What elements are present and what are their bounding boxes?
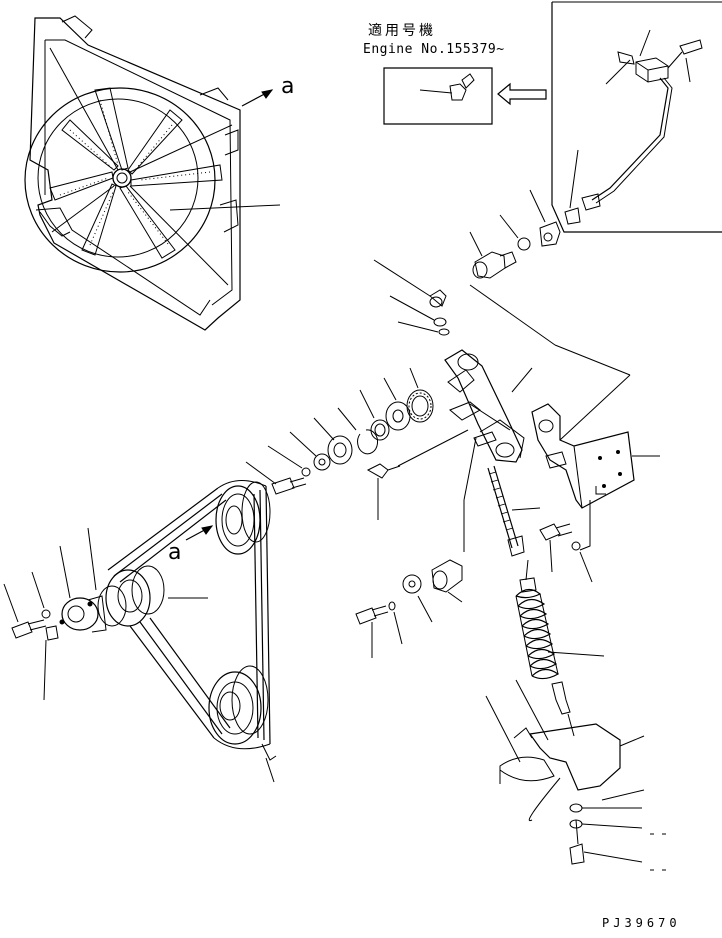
tension-rod-spring [356, 432, 604, 714]
pivot-parts [470, 190, 630, 440]
view-a-label-belt: a [168, 540, 182, 565]
engine-applicability-box [384, 68, 546, 124]
belt-pulley-assembly [4, 480, 276, 782]
lube-line-inset [552, 2, 722, 232]
applicability-label: 適用号機 [368, 23, 436, 39]
drawing-number: PJ39670 [602, 916, 681, 930]
lower-bracket [486, 680, 666, 870]
tension-arm-assembly [246, 260, 532, 520]
mounting-bracket [532, 404, 660, 582]
engine-number-label: Engine No.155379~ [363, 42, 505, 57]
fan-shroud-assembly [25, 16, 280, 330]
hollow-arrow-left-icon [498, 84, 546, 104]
view-a-label-top: a [281, 74, 295, 99]
